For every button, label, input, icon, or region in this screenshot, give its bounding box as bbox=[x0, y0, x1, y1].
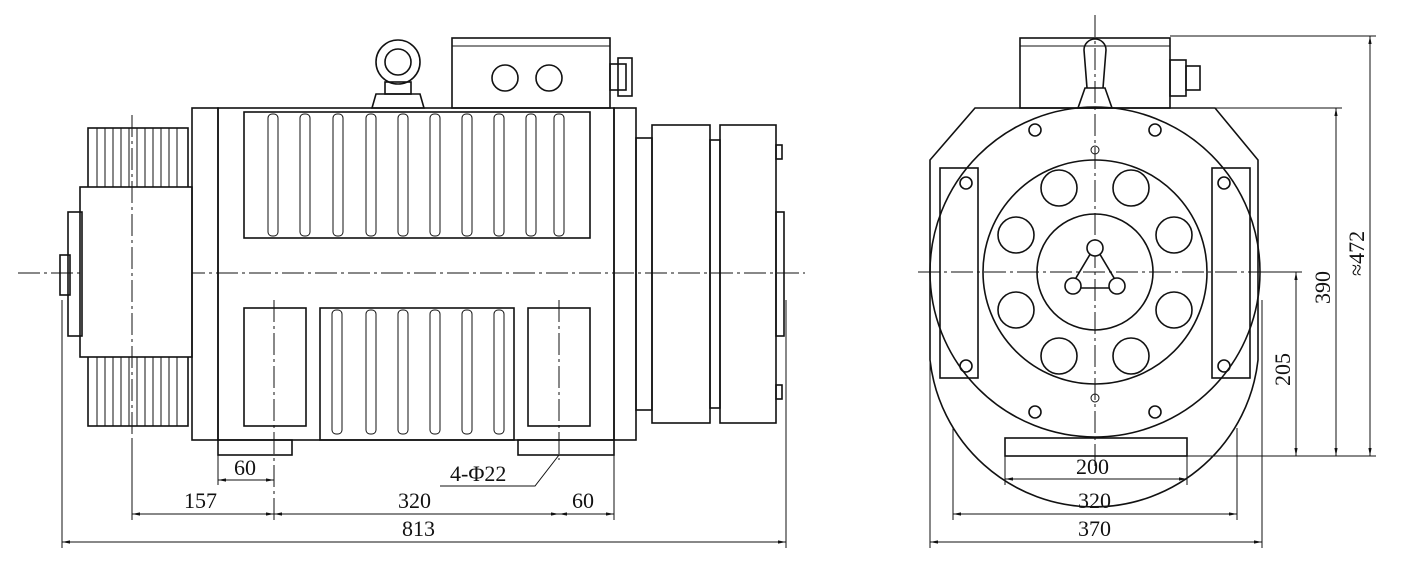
dim-370: 370 bbox=[1078, 516, 1111, 541]
front-hub-triangle bbox=[1064, 239, 1126, 295]
dim-157: 157 bbox=[184, 488, 217, 513]
dim-472: ≈472 bbox=[1344, 231, 1369, 276]
front-dimensions bbox=[929, 35, 1376, 548]
brake-assembly bbox=[635, 124, 785, 424]
dim-holes: 4-Φ22 bbox=[450, 461, 506, 486]
motor-housing bbox=[191, 107, 637, 520]
dim-813: 813 bbox=[402, 516, 435, 541]
front-hub bbox=[1036, 213, 1154, 331]
front-view: 200 320 370 205 390 ≈472 bbox=[918, 15, 1376, 548]
front-ventilation-holes bbox=[997, 169, 1193, 375]
front-side-brackets bbox=[939, 167, 1251, 379]
cooling-fins-bottom bbox=[331, 309, 505, 435]
side-view: 60 157 320 60 813 4-Φ22 bbox=[18, 37, 805, 548]
dim-390: 390 bbox=[1310, 271, 1335, 304]
dim-320-front: 320 bbox=[1078, 488, 1111, 513]
front-flange-bolts bbox=[1028, 123, 1162, 419]
dim-200: 200 bbox=[1076, 454, 1109, 479]
dim-60-right: 60 bbox=[572, 488, 594, 513]
front-inner-disc bbox=[982, 159, 1208, 385]
front-base-foot bbox=[1004, 437, 1188, 457]
dim-205: 205 bbox=[1270, 353, 1295, 386]
front-housing-outline bbox=[929, 107, 1259, 508]
traction-sheave bbox=[59, 115, 193, 440]
lifting-eye bbox=[370, 39, 426, 109]
side-dimensions bbox=[61, 300, 787, 548]
front-lifting-eye bbox=[1076, 87, 1114, 109]
terminal-box bbox=[451, 37, 633, 109]
cooling-fins-top bbox=[267, 113, 565, 237]
dim-320-side: 320 bbox=[398, 488, 431, 513]
dim-60-left: 60 bbox=[234, 455, 256, 480]
